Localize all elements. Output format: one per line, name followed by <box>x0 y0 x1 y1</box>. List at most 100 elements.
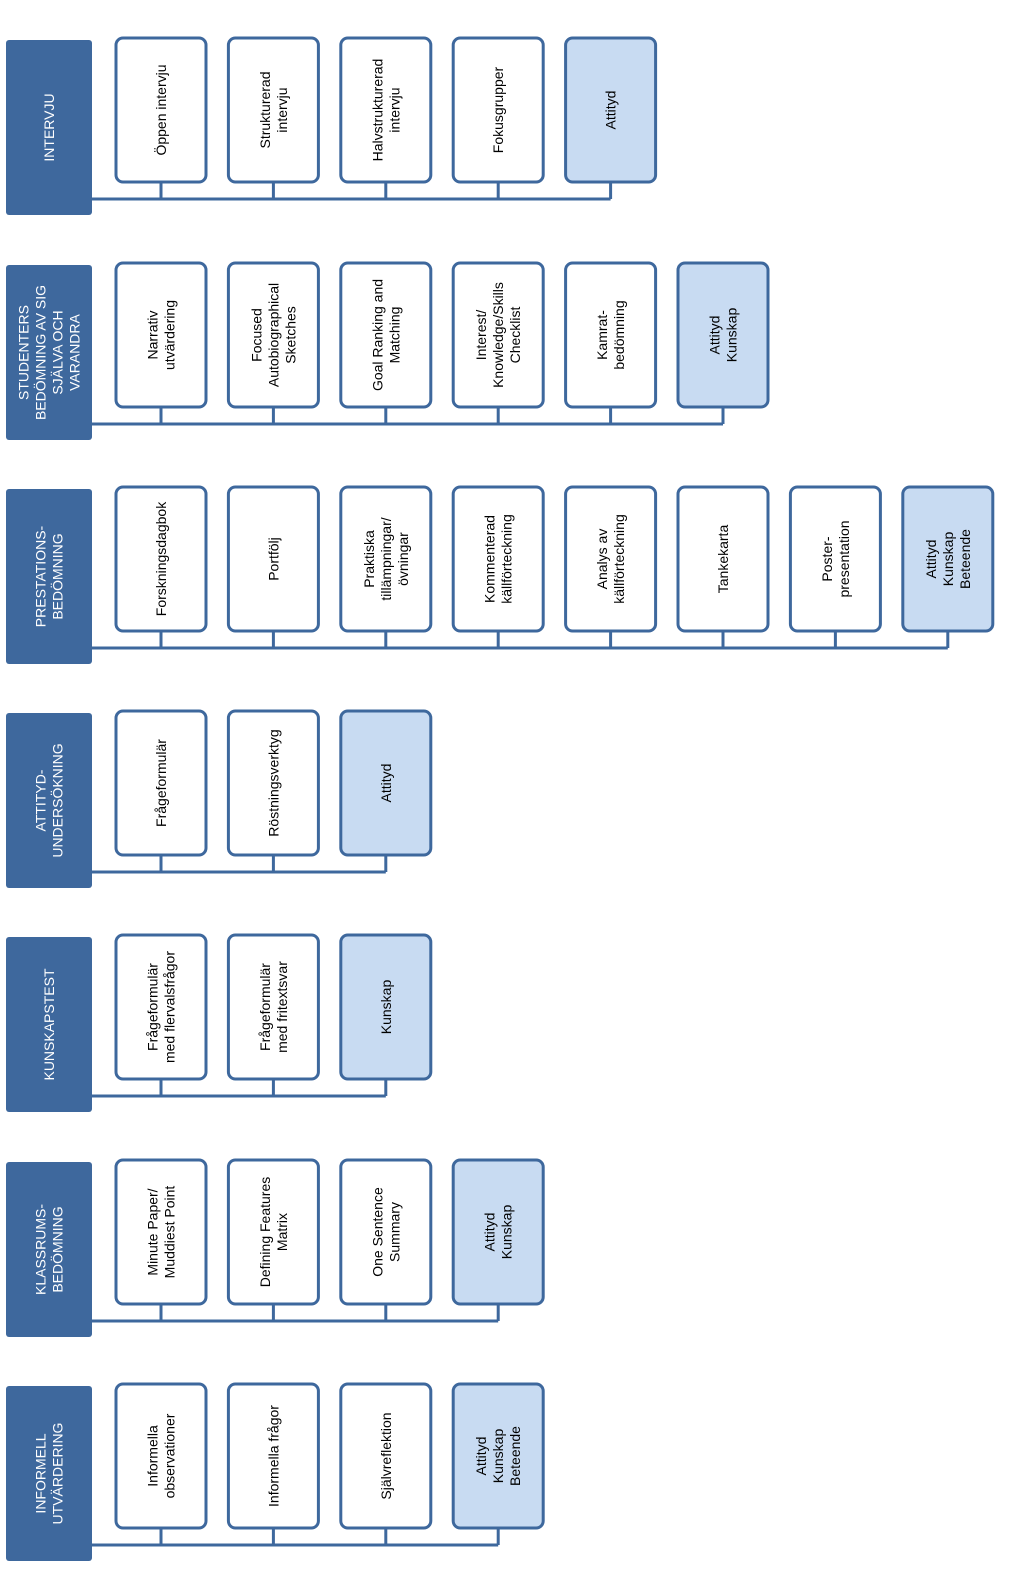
outcome-box <box>339 933 433 1081</box>
category-label-line: BEDÖMNING AV SIG <box>32 285 49 420</box>
outcome-label-line: Kunskap <box>724 308 740 363</box>
method-label-line: Minute Paper/ <box>145 1188 161 1275</box>
outcome-label-line: Attityd <box>378 764 394 803</box>
method-label: Självreflektion <box>378 1412 394 1499</box>
method-label-line: Informella <box>145 1425 161 1487</box>
category-label: KUNSKAPSTEST <box>41 968 57 1080</box>
method-label-line: Självreflektion <box>378 1412 394 1499</box>
method-label: Röstningsverktyg <box>265 729 281 836</box>
method-label: Fokusgrupper <box>490 66 506 153</box>
method-group: KLASSRUMS-BEDÖMNING Minute Paper/Muddiest… <box>6 1158 545 1337</box>
category-label: PRESTATIONS-BEDÖMNING <box>33 525 66 627</box>
method-box <box>564 261 658 409</box>
method-label: Informellaobservationer <box>145 1413 178 1498</box>
method-label: Narrativutvärdering <box>145 300 178 370</box>
category-label-line: KLASSRUMS- <box>33 1204 49 1295</box>
category-label-line: ATTITYD- <box>33 769 49 831</box>
method-box <box>226 933 320 1081</box>
method-label: Tankekarta <box>715 525 731 594</box>
method-box <box>226 1158 320 1306</box>
method-label-line: One Sentence <box>369 1187 385 1277</box>
category-label-line: INFORMELL <box>33 1433 49 1513</box>
method-label-line: Autobiographical <box>265 283 281 387</box>
method-box <box>114 261 208 409</box>
outcome-label: AttitydKunskap <box>707 308 740 363</box>
method-box <box>339 1158 433 1306</box>
method-label-line: Goal Ranking and <box>369 279 385 391</box>
method-label-line: Sketches <box>282 306 298 364</box>
category-block <box>6 1386 92 1561</box>
method-box <box>564 485 658 633</box>
method-box <box>339 36 433 184</box>
method-label: One SentenceSummary <box>369 1187 402 1277</box>
method-label-line: källförteckning <box>611 514 627 604</box>
method-label-line: Halvstrukturerad <box>369 59 385 162</box>
method-label-line: med flervalsfrågor <box>162 951 178 1063</box>
category-label-line: BEDÖMNING <box>49 533 66 619</box>
method-box <box>339 1382 433 1530</box>
outcome-box <box>676 261 770 409</box>
outcome-label-line: Attityd <box>707 316 723 355</box>
method-label-line: Focused <box>248 308 264 362</box>
method-group: STUDENTERSBEDÖMNING AV SIGSJÄLVA OCHVARA… <box>6 261 770 440</box>
outcome-box <box>564 36 658 184</box>
method-label: Goal Ranking andMatching <box>369 279 402 391</box>
category-block <box>6 489 92 664</box>
outcome-label-line: Beteende <box>507 1426 523 1486</box>
outcome-label-line: Beteende <box>957 529 973 589</box>
category-label-line: UNDERSÖKNING <box>49 743 66 857</box>
method-label-line: observationer <box>162 1413 178 1498</box>
method-label-line: Portfölj <box>265 537 281 581</box>
method-box <box>114 1158 208 1306</box>
method-label: Defining FeaturesMatrix <box>257 1177 290 1288</box>
outcome-label: Kunskap <box>378 980 394 1035</box>
outcome-box <box>451 1382 545 1530</box>
method-label-line: intervju <box>274 87 290 132</box>
category-label-line: BEDÖMNING <box>49 1206 66 1292</box>
category-block <box>6 713 92 888</box>
category-label-line: SJÄLVA OCH <box>50 310 66 394</box>
method-label-line: källförteckning <box>499 514 515 604</box>
outcome-box <box>451 1158 545 1306</box>
outcome-label: Attityd <box>603 91 619 130</box>
method-label-line: Muddiest Point <box>162 1186 178 1279</box>
category-label-line: STUDENTERS <box>16 305 32 400</box>
category-label: INTERVJU <box>41 93 57 161</box>
method-label: Portfölj <box>265 537 281 581</box>
outcome-label: AttitydKunskapBeteende <box>923 529 973 589</box>
method-label-line: Summary <box>386 1202 402 1262</box>
method-label-line: Poster- <box>819 536 835 581</box>
method-group: INTERVJU Öppen intervju Struktureradinterv… <box>6 36 658 215</box>
outcome-label: AttitydKunskapBeteende <box>473 1426 523 1486</box>
method-label-line: Frågeformulär <box>145 963 161 1051</box>
method-label-line: Kamrat- <box>594 310 610 360</box>
method-label-line: Fokusgrupper <box>490 66 506 153</box>
outcome-label-line: Attityd <box>923 540 939 579</box>
method-box <box>114 36 208 184</box>
method-label: Analys avkällförteckning <box>594 514 627 604</box>
category-block <box>6 937 92 1112</box>
outcome-box <box>901 485 995 633</box>
category-label: KLASSRUMS-BEDÖMNING <box>33 1204 66 1295</box>
category-block <box>6 1162 92 1337</box>
method-label: Minute Paper/Muddiest Point <box>145 1186 178 1279</box>
method-label: Praktiskatillämpningar/övningar <box>361 517 411 600</box>
method-label-line: Knowledge/Skills <box>490 282 506 388</box>
category-label: ATTITYD-UNDERSÖKNING <box>33 743 66 857</box>
category-block <box>6 40 92 215</box>
method-label-line: Matching <box>386 307 402 364</box>
category-label-line: KUNSKAPSTEST <box>41 968 57 1080</box>
method-box <box>226 709 320 857</box>
method-label-line: utvärdering <box>162 300 178 370</box>
method-label: Informella frågor <box>265 1405 281 1507</box>
method-box <box>451 261 545 409</box>
method-label: Forskningsdagbok <box>153 501 169 616</box>
method-label-line: Strukturerad <box>257 71 273 148</box>
outcome-label-line: Attityd <box>603 91 619 130</box>
outcome-box <box>339 709 433 857</box>
method-label-line: Frågeformulär <box>257 963 273 1051</box>
method-label-line: Tankekarta <box>715 525 731 594</box>
method-label: Öppen intervju <box>152 64 169 155</box>
